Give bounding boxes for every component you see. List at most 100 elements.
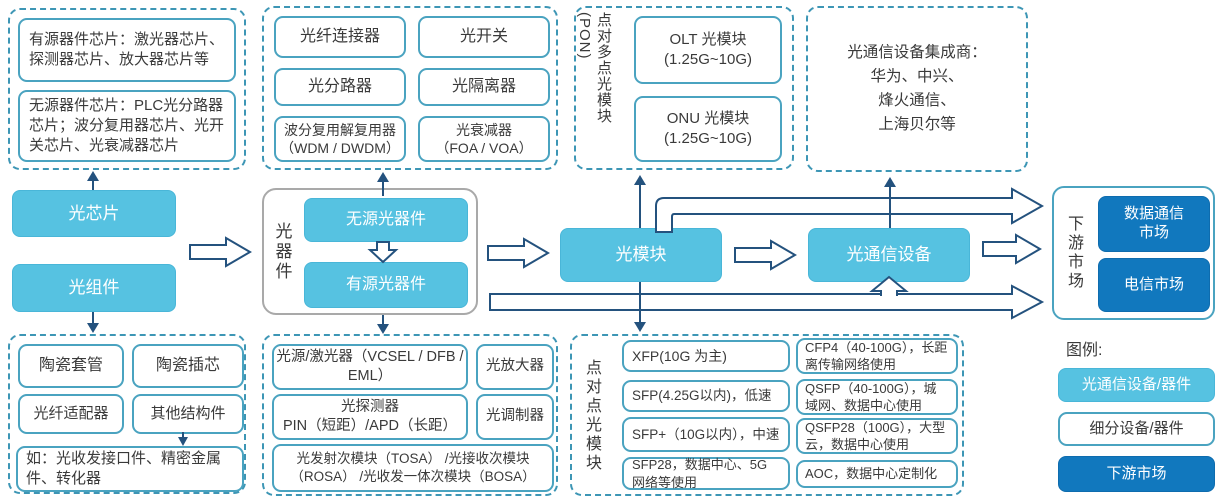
group-passive-devices-detail: 光纤连接器 光开关 光分路器 光隔离器 波分复用解复用器 （WDM / DWDM… bbox=[262, 6, 558, 170]
group-structural-parts: 陶瓷套管 陶瓷插芯 光纤适配器 其他结构件 如：光收发接口件、精密金属件、转化器 bbox=[8, 334, 246, 494]
passive-device-label: 无源光器件 bbox=[345, 211, 426, 228]
ceramic-ferrule-label: 陶瓷插芯 bbox=[155, 357, 220, 375]
arrowhead-active-down bbox=[377, 324, 389, 334]
box-fiber-adapter: 光纤适配器 bbox=[18, 394, 124, 434]
active-device-label: 有源光器件 bbox=[345, 276, 426, 293]
legend-subdivision-label: 细分设备/器件 bbox=[1089, 420, 1184, 438]
box-xfp: XFP(10G 为主) bbox=[622, 340, 790, 372]
node-optical-equipment: 光通信设备 bbox=[808, 228, 970, 282]
cfp4-label: CFP4（40-100G），长距离传输网络使用 bbox=[805, 339, 948, 372]
telecom-market-label: 电信市场 bbox=[1123, 275, 1184, 293]
osa-modules-label: 光发射次模块（TOSA） /光接收次模块（ROSA） /光收发一体次模块（BOS… bbox=[290, 451, 536, 484]
group-downstream-market: 下游市场 数据通信 市场 电信市场 bbox=[1052, 186, 1215, 320]
attenuator-label: 光衰减器 （FOA / VOA） bbox=[435, 121, 533, 156]
optical-equipment-label: 光通信设备 bbox=[846, 245, 932, 265]
box-attenuator: 光衰减器 （FOA / VOA） bbox=[418, 116, 550, 162]
box-amplifier: 光放大器 bbox=[476, 344, 554, 390]
box-active-chips: 有源器件芯片：激光器芯片、探测器芯片、放大器芯片等 bbox=[18, 18, 236, 82]
box-passive-chips: 无源器件芯片：PLC光分路器芯片；波分复用器芯片、光开关芯片、光衰减器芯片 bbox=[18, 90, 236, 162]
group-active-devices-detail: 光源/激光器（VCSEL / DFB / EML） 光放大器 光探测器 PIN（… bbox=[262, 334, 558, 496]
arrow-chip-to-devices bbox=[189, 236, 252, 268]
box-onu-module: ONU 光模块 (1.25G~10G) bbox=[634, 96, 782, 162]
group-optical-devices: 光器件 无源光器件 有源光器件 bbox=[262, 188, 478, 315]
fiber-connector-label: 光纤连接器 bbox=[299, 28, 380, 46]
node-datacom-market: 数据通信 市场 bbox=[1098, 196, 1210, 252]
group-p2p-modules: 点对点光模块 XFP(10G 为主) SFP(4.25G以内)，低速 SFP+（… bbox=[570, 334, 964, 496]
box-cfp4: CFP4（40-100G），长距离传输网络使用 bbox=[796, 338, 958, 374]
box-osa-modules: 光发射次模块（TOSA） /光接收次模块（ROSA） /光收发一体次模块（BOS… bbox=[272, 444, 554, 492]
legend-title: 图例: bbox=[1066, 342, 1103, 359]
arrowhead-module-up bbox=[634, 175, 646, 185]
arrow-equipment-to-downstream bbox=[982, 233, 1042, 265]
arrowhead-equipment-up bbox=[884, 177, 896, 187]
box-sfp-plus: SFP+（10G以内），中速 bbox=[622, 417, 790, 452]
box-structural-note: 如：光收发接口件、精密金属件、转化器 bbox=[16, 446, 244, 492]
aoc-label: AOC，数据中心定制化 bbox=[805, 466, 938, 482]
detector-label: 光探测器 PIN（短距）/APD（长距） bbox=[282, 398, 457, 434]
node-active-device: 有源光器件 bbox=[304, 262, 468, 308]
olt-module-label: OLT 光模块 (1.25G~10G) bbox=[664, 31, 752, 68]
group-equipment-integrators: 光通信设备集成商： 华为、中兴、 烽火通信、 上海贝尔等 bbox=[806, 6, 1028, 172]
arrow-module-to-equipment bbox=[734, 239, 797, 271]
wdm-label: 波分复用解复用器 （WDM / DWDM） bbox=[280, 121, 400, 156]
group-chip-detail: 有源器件芯片：激光器芯片、探测器芯片、放大器芯片等 无源器件芯片：PLC光分路器… bbox=[8, 8, 246, 170]
qsfp-label: QSFP（40-100G），城域网、数据中心使用 bbox=[805, 380, 937, 413]
legend-item-subdivision: 细分设备/器件 bbox=[1058, 412, 1215, 446]
qsfp28-label: QSFP28（100G），大型云，数据中心使用 bbox=[805, 419, 946, 452]
box-active-chips-label: 有源器件芯片：激光器芯片、探测器芯片、放大器芯片等 bbox=[29, 31, 225, 68]
fiber-adapter-label: 光纤适配器 bbox=[33, 405, 109, 423]
optical-chip-label: 光芯片 bbox=[68, 203, 120, 223]
box-splitter: 光分路器 bbox=[274, 68, 406, 106]
arrowhead-module-down bbox=[634, 322, 646, 332]
amplifier-label: 光放大器 bbox=[486, 358, 544, 375]
arrowhead-component-down bbox=[87, 323, 99, 333]
downstream-side-label: 下游市场 bbox=[1065, 215, 1082, 291]
optical-component-label: 光组件 bbox=[68, 278, 120, 298]
node-passive-device: 无源光器件 bbox=[304, 198, 468, 242]
box-sfp28: SFP28，数据中心、5G网络等使用 bbox=[622, 457, 790, 490]
box-olt-module: OLT 光模块 (1.25G~10G) bbox=[634, 16, 782, 84]
box-detector: 光探测器 PIN（短距）/APD（长距） bbox=[272, 394, 468, 440]
sfp-plus-label: SFP+（10G以内），中速 bbox=[632, 426, 780, 442]
arrowhead-chip-up bbox=[87, 171, 99, 181]
modulator-label: 光调制器 bbox=[486, 408, 544, 425]
box-laser-source: 光源/激光器（VCSEL / DFB / EML） bbox=[272, 344, 468, 390]
legend-device-label: 光通信设备/器件 bbox=[1081, 375, 1192, 393]
box-optical-switch: 光开关 bbox=[418, 16, 550, 58]
onu-module-label: ONU 光模块 (1.25G~10G) bbox=[664, 110, 752, 147]
box-qsfp: QSFP（40-100G），城域网、数据中心使用 bbox=[796, 379, 958, 415]
legend-downstream-label: 下游市场 bbox=[1106, 464, 1167, 482]
ceramic-sleeve-label: 陶瓷套管 bbox=[38, 357, 103, 375]
xfp-label: XFP(10G 为主) bbox=[632, 347, 727, 364]
isolator-label: 光隔离器 bbox=[451, 78, 516, 96]
sfp28-label: SFP28，数据中心、5G网络等使用 bbox=[632, 457, 768, 490]
laser-source-label: 光源/激光器（VCSEL / DFB / EML） bbox=[276, 348, 464, 384]
splitter-label: 光分路器 bbox=[307, 78, 372, 96]
box-ceramic-sleeve: 陶瓷套管 bbox=[18, 344, 124, 388]
p2p-side-label: 点对点光模块 bbox=[583, 359, 600, 473]
optical-switch-label: 光开关 bbox=[459, 28, 508, 46]
optical-module-label: 光模块 bbox=[615, 245, 667, 265]
box-isolator: 光隔离器 bbox=[418, 68, 550, 106]
box-qsfp28: QSFP28（100G），大型云，数据中心使用 bbox=[796, 418, 958, 454]
box-modulator: 光调制器 bbox=[476, 394, 554, 440]
box-other-structural: 其他结构件 bbox=[132, 394, 244, 434]
integrators-text: 光通信设备集成商： 华为、中兴、 烽火通信、 上海贝尔等 bbox=[847, 43, 987, 134]
node-telecom-market: 电信市场 bbox=[1098, 258, 1210, 312]
pipe-devices-to-downstream-arrow bbox=[489, 284, 1045, 320]
box-aoc: AOC，数据中心定制化 bbox=[796, 460, 958, 488]
box-fiber-connector: 光纤连接器 bbox=[274, 16, 406, 58]
group-pon-modules: 点对多点光模块(PON) OLT 光模块 (1.25G~10G) ONU 光模块… bbox=[574, 6, 794, 170]
optical-devices-side-label: 光器件 bbox=[272, 222, 292, 282]
datacom-market-label: 数据通信 市场 bbox=[1123, 205, 1184, 241]
legend-item-device: 光通信设备/器件 bbox=[1058, 368, 1215, 402]
node-optical-chip: 光芯片 bbox=[12, 190, 176, 237]
pon-side-label: 点对多点光模块(PON) bbox=[576, 12, 612, 124]
sfp-label: SFP(4.25G以内)，低速 bbox=[632, 388, 772, 404]
other-structural-label: 其他结构件 bbox=[150, 405, 226, 423]
node-optical-component: 光组件 bbox=[12, 264, 176, 312]
box-ceramic-ferrule: 陶瓷插芯 bbox=[132, 344, 244, 388]
box-passive-chips-label: 无源器件芯片：PLC光分路器芯片；波分复用器芯片、光开关芯片、光衰减器芯片 bbox=[29, 97, 225, 154]
box-sfp: SFP(4.25G以内)，低速 bbox=[622, 380, 790, 412]
